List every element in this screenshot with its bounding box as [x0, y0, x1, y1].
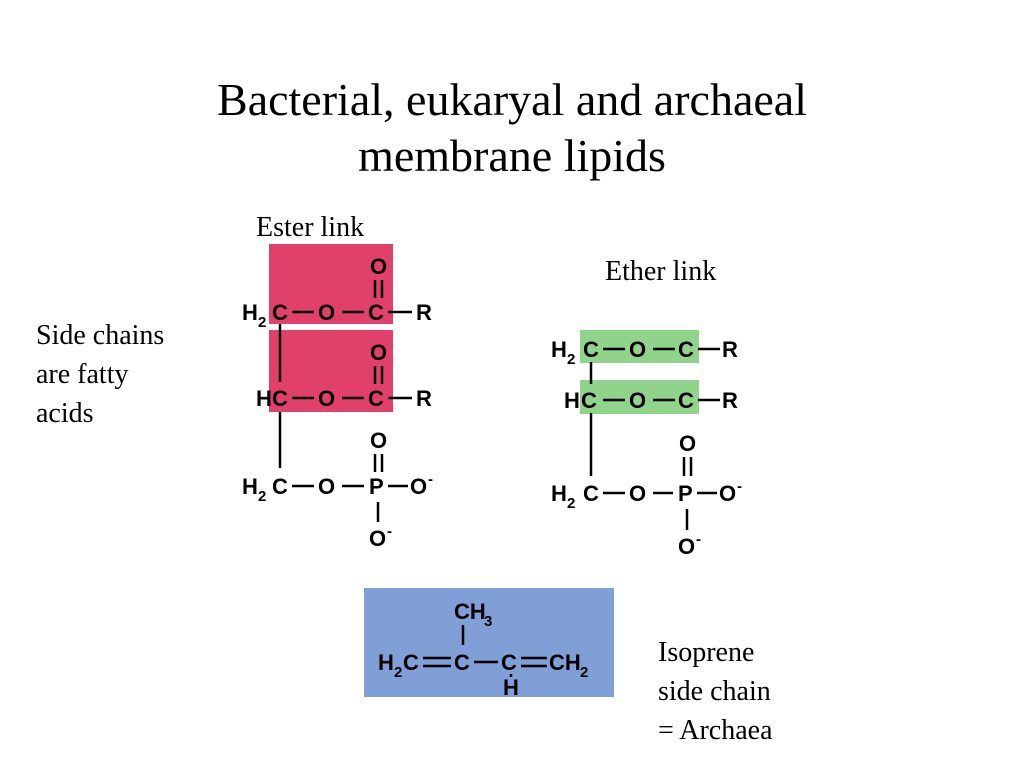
- isoprene-ch3-subscript: 3: [484, 613, 492, 630]
- ester-row1-r: R: [416, 300, 432, 325]
- ester-row2-o: O: [318, 386, 335, 411]
- ester-row3-charge: -: [428, 471, 433, 488]
- ether-row1-o: O: [629, 337, 646, 362]
- ester-row3-o-right: O: [410, 474, 427, 499]
- ester-link-label: Ester link: [256, 212, 365, 243]
- ether-lipid-structure: H 2 C O C R H C O C R H 2 C O P O - O: [551, 330, 742, 559]
- side-chains-label: Side chains are fatty acids: [36, 316, 164, 433]
- ether-row2-h: H: [564, 388, 580, 413]
- ether-phosphate-bottom-charge: -: [696, 531, 701, 548]
- side-chains-line-1: Side chains: [36, 320, 165, 351]
- ester-row2-c-left: C: [272, 386, 288, 411]
- ester-highlight-top: [269, 244, 393, 324]
- isoprene-line-1: Isoprene: [658, 637, 755, 668]
- isoprene-ch-c: C: [501, 650, 517, 675]
- ether-row3-o: O: [629, 481, 646, 506]
- isoprene-c-mid: C: [454, 650, 470, 675]
- ester-phosphate-bottom-o: O: [369, 526, 386, 551]
- isoprene-line-3: = Archaea: [658, 715, 773, 746]
- ether-row2-c-left: C: [581, 388, 597, 413]
- isoprene-ch2-subscript: 2: [580, 664, 588, 681]
- isoprene-ch3: CH: [454, 599, 486, 624]
- ether-row3-h-subscript: 2: [567, 495, 575, 512]
- ester-lipid-structure: H 2 C O C R O H C O C R O H 2 C O P: [242, 244, 433, 551]
- ester-row1-c-right: C: [368, 300, 384, 325]
- title-line-2: membrane lipids: [358, 130, 666, 181]
- ester-row2-h: H: [256, 386, 272, 411]
- ether-row2-r: R: [722, 388, 738, 413]
- ester-row1-h: H: [242, 300, 258, 325]
- isoprene-h2c-subscript: 2: [394, 664, 402, 681]
- isoprene-ch2: CH: [549, 650, 581, 675]
- ester-row1-o: O: [318, 300, 335, 325]
- ether-row1-c-left: C: [583, 337, 599, 362]
- ester-highlight-bottom: [269, 330, 393, 412]
- isoprene-h-bottom: H: [503, 675, 519, 700]
- isoprene-line-2: side chain: [658, 676, 771, 707]
- isoprene-h2c-h: H: [378, 650, 394, 675]
- ester-phosphate-top-o: O: [370, 428, 387, 453]
- slide-title: Bacterial, eukaryal and archaeal membran…: [0, 72, 1024, 184]
- title-line-1: Bacterial, eukaryal and archaeal: [217, 74, 807, 125]
- ether-row1-r: R: [722, 337, 738, 362]
- ether-row1-c-right: C: [678, 337, 694, 362]
- isoprene-highlight: [364, 588, 614, 697]
- isoprene-label: Isoprene side chain = Archaea: [658, 633, 773, 750]
- ester-row1-carbonyl-o: O: [370, 254, 387, 279]
- ether-row2-c-right: C: [678, 388, 694, 413]
- side-chains-line-2: are fatty: [36, 359, 129, 390]
- ether-row3-charge: -: [737, 478, 742, 495]
- ester-row2-r: R: [416, 386, 432, 411]
- ether-phosphate-bottom-o: O: [678, 534, 695, 559]
- ester-row1-c-left: C: [272, 300, 288, 325]
- ester-row2-carbonyl-o: O: [370, 340, 387, 365]
- ether-link-label: Ether link: [605, 256, 717, 287]
- ether-row2-o: O: [629, 388, 646, 413]
- ester-phosphate-bottom-charge: -: [387, 523, 392, 540]
- ether-row3-c: C: [583, 481, 599, 506]
- ester-phosphorus: P: [369, 474, 384, 499]
- ester-row3-h-subscript: 2: [258, 488, 266, 505]
- ether-row3-h: H: [551, 481, 567, 506]
- isoprene-structure: CH 3 H 2 C C C CH 2 H: [364, 588, 614, 700]
- ether-phosphate-top-o: O: [679, 431, 696, 456]
- isoprene-h2c-c: C: [403, 650, 419, 675]
- ether-row1-h: H: [551, 337, 567, 362]
- ether-row1-h-subscript: 2: [567, 351, 575, 368]
- ester-row3-c: C: [272, 474, 288, 499]
- ester-row3-o: O: [318, 474, 335, 499]
- ether-phosphorus: P: [678, 481, 693, 506]
- ether-highlight-top: [580, 330, 699, 363]
- ether-highlight-bottom: [580, 380, 699, 414]
- side-chains-line-3: acids: [36, 398, 94, 429]
- ester-row2-c-right: C: [368, 386, 384, 411]
- ester-row3-h: H: [242, 474, 258, 499]
- ether-row3-o-right: O: [719, 481, 736, 506]
- ester-row1-h-subscript: 2: [258, 314, 266, 331]
